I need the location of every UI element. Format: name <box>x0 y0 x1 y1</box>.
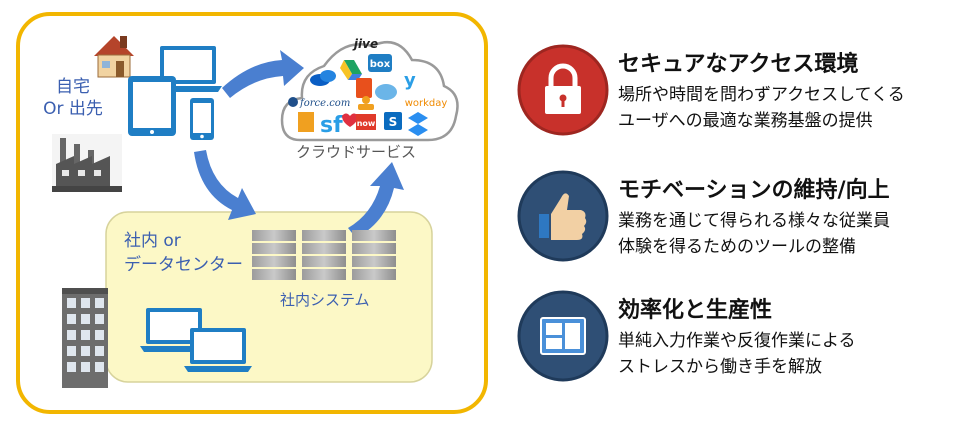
arrow-onprem-to-cloud-icon <box>348 162 404 238</box>
heart-logo-icon <box>342 113 358 127</box>
smartphone-icon <box>190 98 214 140</box>
sharepoint-logo-glyph-icon: S <box>389 115 398 129</box>
office-laptop-icon <box>140 308 208 352</box>
box-logo-icon <box>368 54 392 72</box>
feature-desc-line1: 業務を通じて得られる様々な従業員 <box>618 211 890 231</box>
datacenter-label-2: データセンター <box>124 254 243 275</box>
home-label-1: 自宅 <box>56 77 90 97</box>
office-building-icon <box>62 288 108 388</box>
feature-desc-line1: 場所や時間を問わずアクセスしてくる <box>618 85 905 105</box>
jive-logo: jive <box>352 37 378 51</box>
amazon-logo-icon <box>298 112 314 132</box>
force-logo-icon <box>288 97 298 107</box>
onedrive-logo-icon <box>310 70 336 86</box>
lock-icon <box>517 44 609 136</box>
feature-efficiency: 効率化と生産性 単純入力作業や反復作業による ストレスから働き手を解放 <box>515 288 955 388</box>
salesforce-logo: sf <box>320 113 343 138</box>
google-drive-logo-icon <box>344 60 362 74</box>
dashboard-icon <box>517 290 609 382</box>
tablet-icon <box>128 76 176 136</box>
arrow-devices-to-onprem-icon <box>194 150 256 220</box>
feature-desc-line2: ユーザへの最適な業務基盤の提供 <box>618 111 873 131</box>
feature-title: セキュアなアクセス環境 <box>618 52 859 77</box>
bird-logo-icon <box>375 84 397 100</box>
yammer-logo-icon: y <box>404 70 416 91</box>
box-logo: box <box>370 59 391 70</box>
laptop-icon <box>154 46 222 92</box>
dropbox-logo-part <box>408 124 428 136</box>
internal-system-label: 社内システム <box>280 291 370 309</box>
feature-title: 効率化と生産性 <box>618 298 773 323</box>
house-icon <box>94 36 134 78</box>
now-logo: now <box>357 119 376 128</box>
user-logo-icon <box>358 96 374 110</box>
google-drive-logo-part <box>340 60 352 80</box>
thumbs-up-icon <box>517 170 609 262</box>
feature-desc-line2: 体験を得るためのツールの整備 <box>618 237 856 257</box>
cloud-label: クラウドサービス <box>296 143 416 161</box>
feature-desc-line2: ストレスから働き手を解放 <box>618 357 822 377</box>
feature-desc-line1: 単純入力作業や反復作業による <box>618 331 856 351</box>
server-rack-icon <box>252 230 396 280</box>
feature-title: モチベーションの維持/向上 <box>618 178 890 203</box>
arrow-devices-to-cloud-icon <box>222 50 304 98</box>
feature-motivation: モチベーションの維持/向上 業務を通じて得られる様々な従業員 体験を得るためのツ… <box>515 168 955 268</box>
dropbox-logo-icon <box>408 112 428 124</box>
datacenter-label-1: 社内 or <box>124 231 181 251</box>
office-logo-icon <box>356 78 372 98</box>
workday-logo: workday <box>405 98 448 109</box>
sharepoint-logo-icon <box>384 112 402 130</box>
outer-frame <box>16 12 488 414</box>
home-label-2: Or 出先 <box>43 99 103 119</box>
factory-icon <box>52 134 122 192</box>
now-logo-icon <box>356 114 376 130</box>
office-laptop-2-icon <box>184 328 252 372</box>
force-logo: force.com <box>299 98 350 109</box>
feature-secure-access: セキュアなアクセス環境 場所や時間を問わずアクセスしてくる ユーザへの最適な業務… <box>515 42 955 142</box>
